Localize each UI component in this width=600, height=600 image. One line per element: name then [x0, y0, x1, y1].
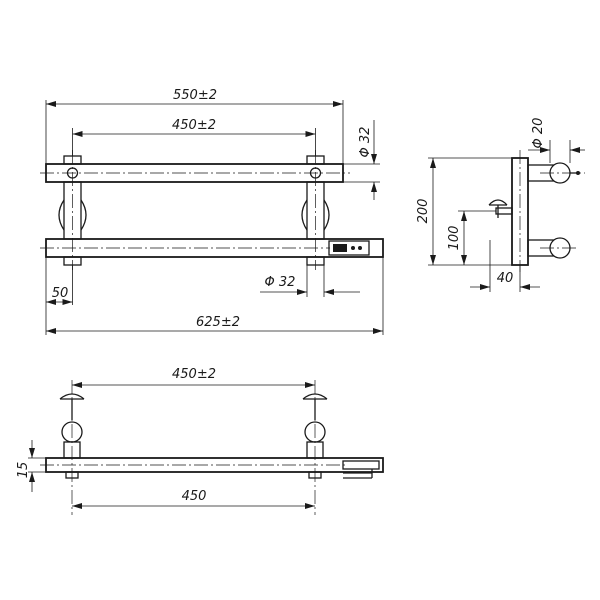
dim-side-height: 200	[416, 199, 431, 224]
dim-top-offset: 15	[16, 462, 31, 479]
dim-bottom-tube-diameter: Φ 32	[265, 275, 296, 290]
side-bottom-rail	[527, 237, 578, 259]
side-view: 200 100 Φ 20 40	[416, 118, 585, 292]
right-mount-post	[301, 150, 330, 270]
dim-top-bar-length: 450	[182, 489, 207, 504]
top-view-left-bracket	[59, 380, 85, 515]
dim-side-mid-height: 100	[447, 226, 462, 251]
dim-top-mount-spacing: 450±2	[172, 367, 216, 382]
dim-side-depth: 40	[497, 271, 514, 286]
dim-mount-spacing: 450±2	[172, 118, 216, 133]
side-top-rail	[527, 162, 585, 184]
top-view: 450±2 15 450	[16, 367, 384, 515]
top-view-right-bracket	[302, 380, 328, 515]
dim-top-tube-diameter: Φ 32	[358, 127, 373, 158]
control-unit	[328, 240, 370, 256]
top-view-control-unit	[342, 460, 380, 479]
dim-bracket-diameter: Φ 20	[531, 118, 546, 149]
front-view: 550±2 450±2 Φ 32 Φ 32 50 625±2	[40, 88, 384, 335]
left-mount-post	[58, 150, 87, 270]
bottom-rail	[40, 238, 384, 258]
dim-overall-width: 550±2	[173, 88, 217, 103]
side-middle-bracket	[488, 199, 513, 218]
dim-total-length: 625±2	[196, 315, 240, 330]
top-rail	[40, 163, 350, 183]
dim-end-offset: 50	[52, 286, 69, 301]
